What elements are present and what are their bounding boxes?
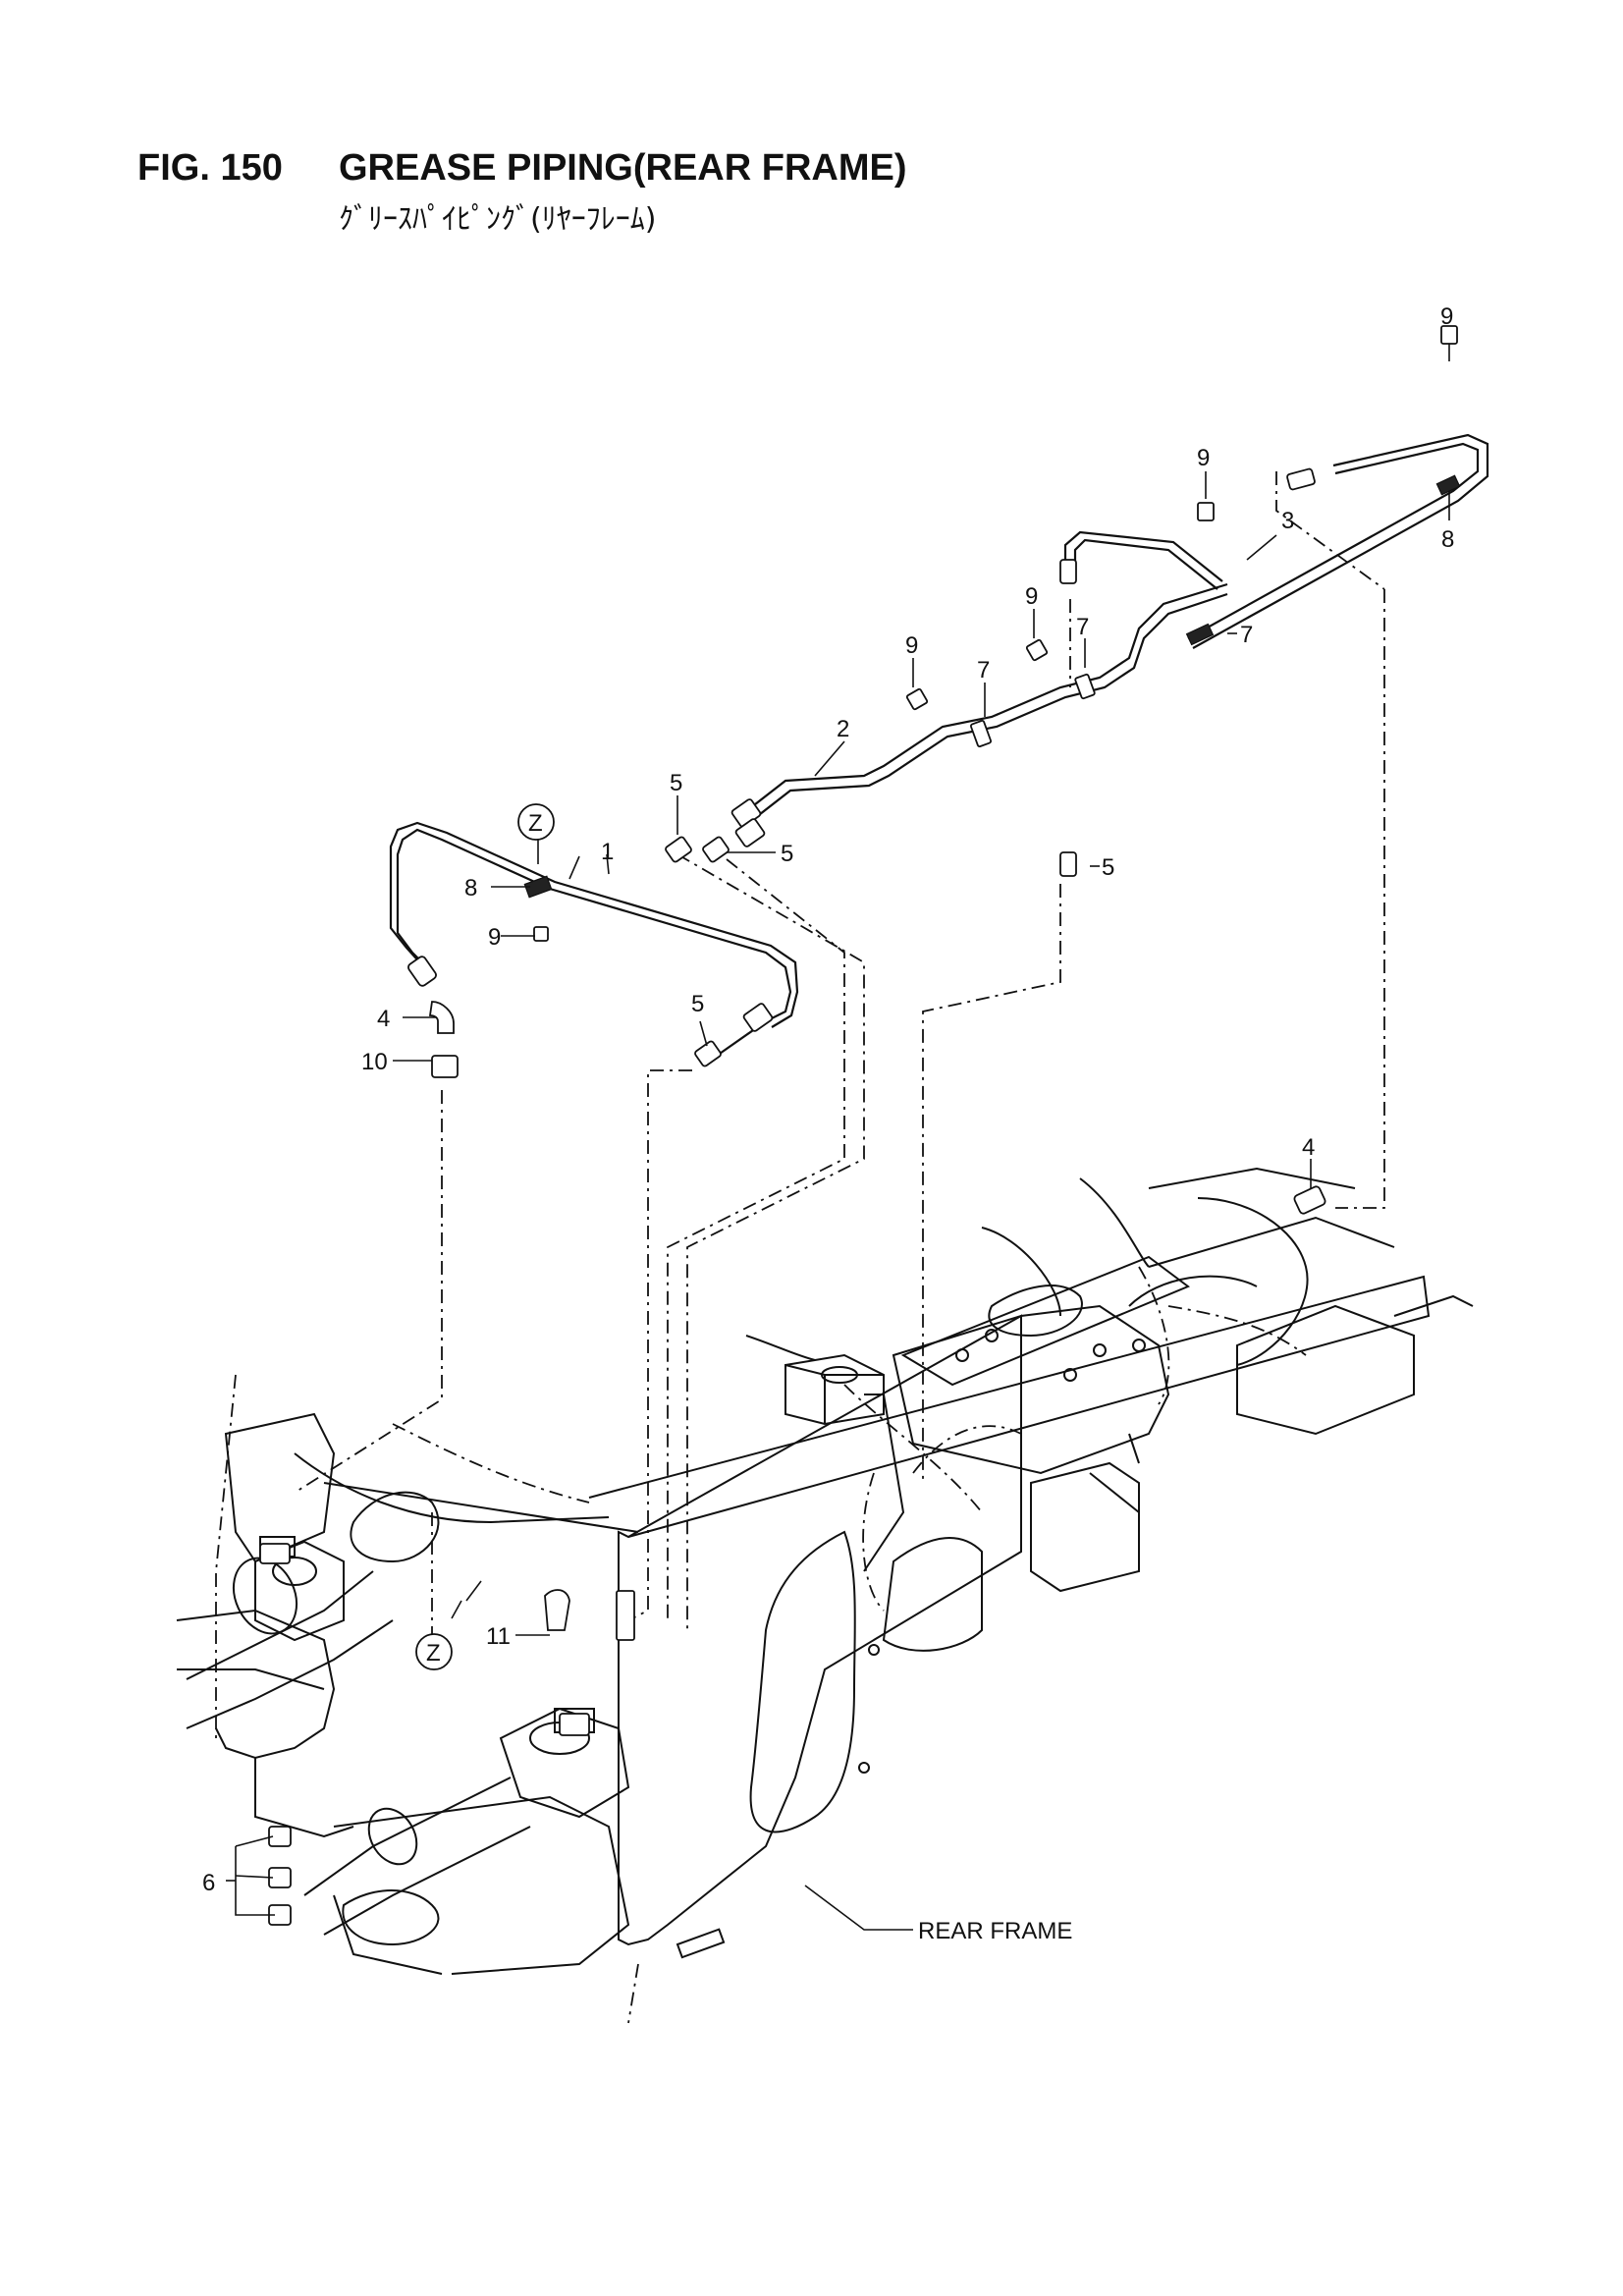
rear-frame-drawing <box>176 1167 1474 2024</box>
callout-labels: 9 8 3 9 7 7 9 7 9 2 5 5 5 1 8 9 4 10 5 4… <box>202 303 1454 1944</box>
view-z-label: Z <box>426 1640 441 1667</box>
callout-8: 8 <box>464 875 477 902</box>
callout-9: 9 <box>488 924 501 951</box>
callout-5: 5 <box>691 991 704 1017</box>
callout-7: 7 <box>1076 614 1089 640</box>
callout-10: 10 <box>361 1049 388 1075</box>
view-z-marker <box>415 1633 453 1670</box>
callout-5: 5 <box>670 770 682 796</box>
callout-9: 9 <box>1440 303 1453 330</box>
figure-number: FIG. 150 <box>137 147 283 189</box>
callout-6: 6 <box>202 1870 215 1896</box>
callout-5: 5 <box>781 841 793 867</box>
callout-9: 9 <box>1025 583 1038 610</box>
figure-subtitle-katakana: ｸﾞﾘｰｽﾊﾟｲﾋﾟﾝｸﾞ(ﾘﾔｰﾌﾚｰﾑ) <box>339 202 657 237</box>
callout-9: 9 <box>905 632 918 659</box>
grease-pipe-3 <box>1187 433 1489 649</box>
callout-7: 7 <box>977 657 990 683</box>
view-z-label: Z <box>528 810 543 837</box>
callout-9: 9 <box>1197 445 1210 471</box>
leader-lines <box>226 344 1450 1931</box>
fittings <box>259 325 1461 1926</box>
callout-11: 11 <box>486 1623 511 1650</box>
rear-frame-label: REAR FRAME <box>918 1918 1072 1944</box>
view-z-marker <box>517 803 555 841</box>
figure-title: GREASE PIPING(REAR FRAME) <box>339 147 907 189</box>
callout-2: 2 <box>837 716 849 742</box>
callout-8: 8 <box>1441 526 1454 553</box>
callout-3: 3 <box>1281 508 1294 534</box>
callout-4: 4 <box>1302 1134 1315 1161</box>
routing-dashed-lines <box>294 471 1385 1669</box>
callout-7: 7 <box>1240 622 1253 648</box>
callout-4: 4 <box>377 1006 390 1032</box>
callout-1: 1 <box>601 839 614 865</box>
callout-5: 5 <box>1102 854 1114 881</box>
